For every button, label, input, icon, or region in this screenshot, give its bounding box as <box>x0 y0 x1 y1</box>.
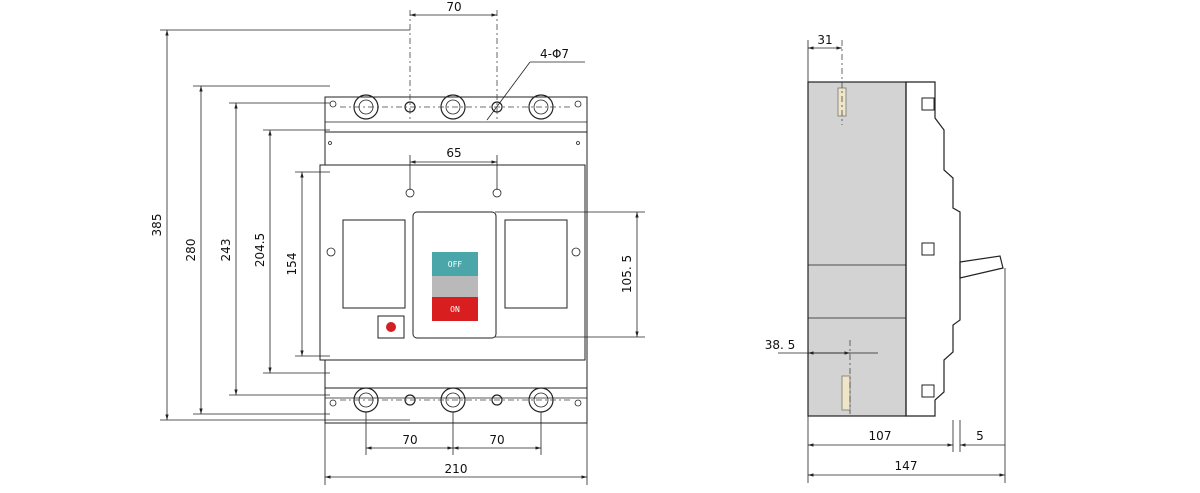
on-button <box>432 297 478 321</box>
left-window <box>342 219 406 309</box>
dim-hole-spec: 4-Φ7 <box>540 47 569 61</box>
front-view: OFF ON 70 4-Φ7 65 385 280 243 <box>150 0 645 485</box>
dim-bottom-spacing-right: 70 <box>489 433 504 447</box>
dim-overall-height: 385 <box>150 214 164 237</box>
dim-handle-offset: 5 <box>976 429 984 443</box>
off-label: OFF <box>448 260 463 269</box>
on-label: ON <box>450 305 460 314</box>
side-front-profile <box>905 81 961 417</box>
dim-height-243: 243 <box>219 239 233 262</box>
dim-height-154: 154 <box>285 253 299 276</box>
side-view: 31 38. 5 107 5 147 <box>765 33 1006 483</box>
indicator-lamp <box>386 322 396 332</box>
dim-bottom-spacing-left: 70 <box>402 433 417 447</box>
right-window <box>504 219 568 309</box>
dim-height-204-5: 204.5 <box>253 233 267 267</box>
side-body <box>807 81 907 417</box>
dim-height-280: 280 <box>184 239 198 262</box>
handle-slot <box>432 276 478 297</box>
off-button <box>432 252 478 276</box>
dim-mount-spacing: 65 <box>446 146 461 160</box>
dim-window-height: 105. 5 <box>620 255 634 293</box>
dim-mount-offset: 38. 5 <box>765 338 796 352</box>
dim-overall-depth: 147 <box>895 459 918 473</box>
dim-body-depth: 107 <box>869 429 892 443</box>
dim-top-offset: 31 <box>817 33 832 47</box>
dim-width: 210 <box>445 462 468 476</box>
dim-top-hole-spacing: 70 <box>446 0 461 14</box>
side-handle <box>959 255 1004 279</box>
